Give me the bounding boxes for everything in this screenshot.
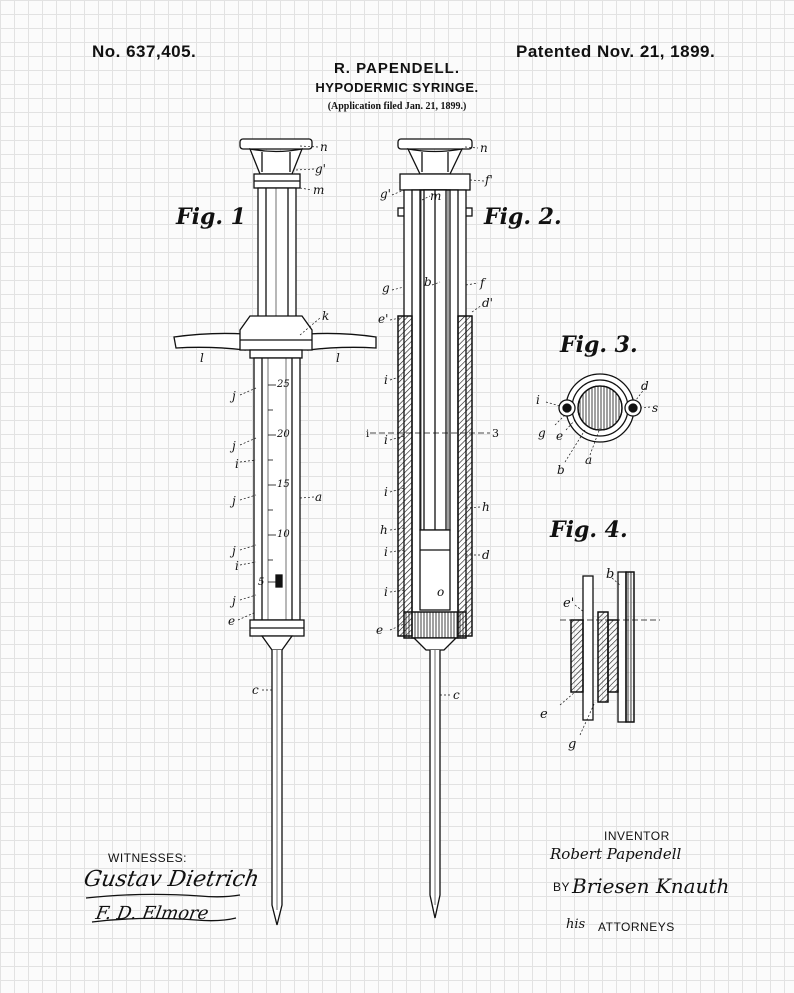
figure-3-title: Fig. 3. (559, 332, 638, 358)
attorneys-signature: Briesen Knauth (572, 874, 730, 898)
witness-signature-2: F. D. Elmore (94, 903, 211, 924)
ref-letter: s (652, 401, 658, 415)
figure-2-section (370, 138, 490, 919)
application-filed: (Application filed Jan. 21, 1899.) (327, 101, 467, 112)
ref-letter: i (384, 433, 388, 447)
ref-letter: c (252, 683, 259, 697)
ref-letter: a (315, 490, 322, 504)
ref-letter: f (479, 276, 487, 290)
figure-2-leaders (389, 146, 485, 696)
ref-letter: c (453, 688, 460, 702)
figure-1-title: Fig. 1 (175, 204, 246, 230)
ref-letter: m (430, 189, 441, 203)
ref-letter: i (235, 559, 239, 573)
ref-letter: i (366, 429, 369, 440)
ref-letter: b (557, 463, 565, 477)
scale-mark: 20 (276, 429, 290, 440)
ref-letter: j (229, 494, 236, 508)
ref-letter: l (336, 351, 340, 365)
ref-letter: j (229, 439, 236, 453)
ref-letter: h (482, 500, 490, 514)
figure-1-syringe (173, 138, 377, 926)
ref-letter: i (384, 373, 388, 387)
figure-3-leaders (545, 387, 651, 463)
ref-letter: g (538, 426, 546, 440)
ref-letter: d (482, 548, 490, 562)
scale-mark: 25 (276, 379, 290, 390)
inventor-label: INVENTOR (604, 829, 670, 843)
ref-letter: g' (315, 162, 326, 176)
ref-letter: i (235, 457, 239, 471)
ref-letter: n (320, 140, 328, 154)
scale-mark: 10 (277, 529, 290, 540)
patent-number: No. 637,405. (92, 42, 197, 61)
ref-letter: k (322, 309, 329, 323)
ref-letter: i (384, 545, 388, 559)
figure-2-title: Fig. 2. (483, 204, 562, 230)
ref-letter: j (229, 594, 236, 608)
ref-letter: j (229, 544, 236, 558)
ref-letter: e (556, 429, 563, 443)
by-label: BY (553, 880, 571, 894)
ref-letter: e (228, 614, 235, 628)
figure-4-leaders (559, 577, 621, 736)
ref-letter: e' (378, 312, 388, 326)
ref-letter: 3 (492, 427, 499, 440)
figure-4-detail (560, 571, 660, 723)
ref-letter: f' (484, 173, 493, 187)
ref-letter: a (585, 453, 592, 467)
inventor-signature: Robert Papendell (550, 845, 682, 863)
ref-letter: l (200, 351, 204, 365)
witness-signature-1: Gustav Dietrich (81, 867, 262, 892)
ref-letter: e (540, 707, 548, 722)
ref-letter: b (606, 567, 614, 582)
ref-letter: g' (380, 187, 391, 201)
witnesses-label: WITNESSES: (108, 851, 188, 865)
ref-letter: h (380, 523, 388, 537)
attorneys-label: ATTORNEYS (598, 920, 675, 934)
ref-letter: d (641, 379, 649, 393)
ref-letter: e (376, 623, 383, 637)
figure-3-cross-section (558, 373, 642, 443)
invention-title: HYPODERMIC SYRINGE. (315, 80, 479, 95)
scale-mark: 5 (258, 577, 264, 588)
inventor-heading: R. PAPENDELL. (333, 60, 461, 77)
witness-signature-flourish (85, 893, 241, 923)
figure-4-title: Fig. 4. (549, 517, 628, 543)
ref-letter: g (382, 281, 390, 295)
ref-letter: d' (482, 296, 493, 310)
ref-letter: m (313, 183, 324, 197)
ref-letter: e' (563, 596, 574, 611)
scale-mark: 15 (277, 479, 290, 490)
ref-letter: o (437, 585, 444, 599)
ref-letter: j (229, 389, 236, 403)
his-label: his (566, 917, 586, 932)
ref-letter: i (384, 585, 388, 599)
ref-letter: g (568, 737, 576, 752)
figure-1-leaders (237, 145, 321, 691)
ref-letter: i (384, 485, 388, 499)
ref-letter: i (536, 393, 540, 407)
ref-letter: b (424, 275, 432, 289)
patent-date: Patented Nov. 21, 1899. (516, 42, 716, 61)
ref-letter: n (480, 141, 488, 155)
